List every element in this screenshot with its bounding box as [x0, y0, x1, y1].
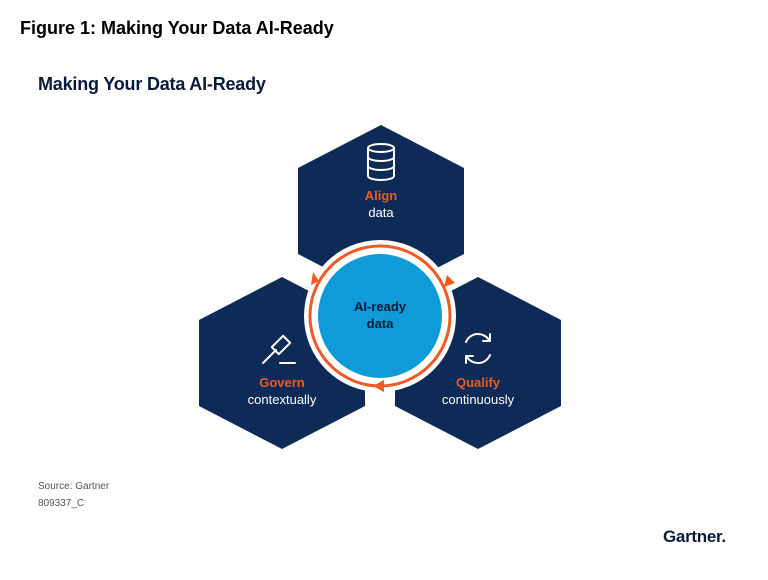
refresh-icon — [465, 333, 491, 364]
qualify-subtitle: continuously — [442, 392, 515, 407]
cycle-arrow-right — [444, 275, 455, 287]
align-subtitle: data — [368, 205, 394, 220]
diagram-title: Making Your Data AI-Ready — [38, 74, 266, 94]
align-title: Align — [365, 188, 398, 203]
source-note: Source: Gartner — [38, 481, 110, 492]
center-label-line1: AI-ready — [354, 299, 407, 314]
gavel-icon — [262, 334, 296, 364]
govern-subtitle: contextually — [248, 392, 317, 407]
center-label-line2: data — [367, 316, 395, 331]
database-icon — [367, 143, 395, 181]
qualify-title: Qualify — [456, 375, 501, 390]
document-id: 809337_C — [38, 498, 85, 509]
cycle-arrow-left — [311, 272, 319, 285]
govern-title: Govern — [259, 375, 305, 390]
cycle-arrow-bottom — [373, 380, 384, 392]
logo-dot: . — [721, 527, 726, 546]
gartner-logo: Gartner. — [663, 527, 726, 547]
center-circle — [318, 254, 442, 378]
figure-title: Figure 1: Making Your Data AI-Ready — [20, 18, 334, 38]
logo-text: Gartner — [663, 527, 722, 546]
